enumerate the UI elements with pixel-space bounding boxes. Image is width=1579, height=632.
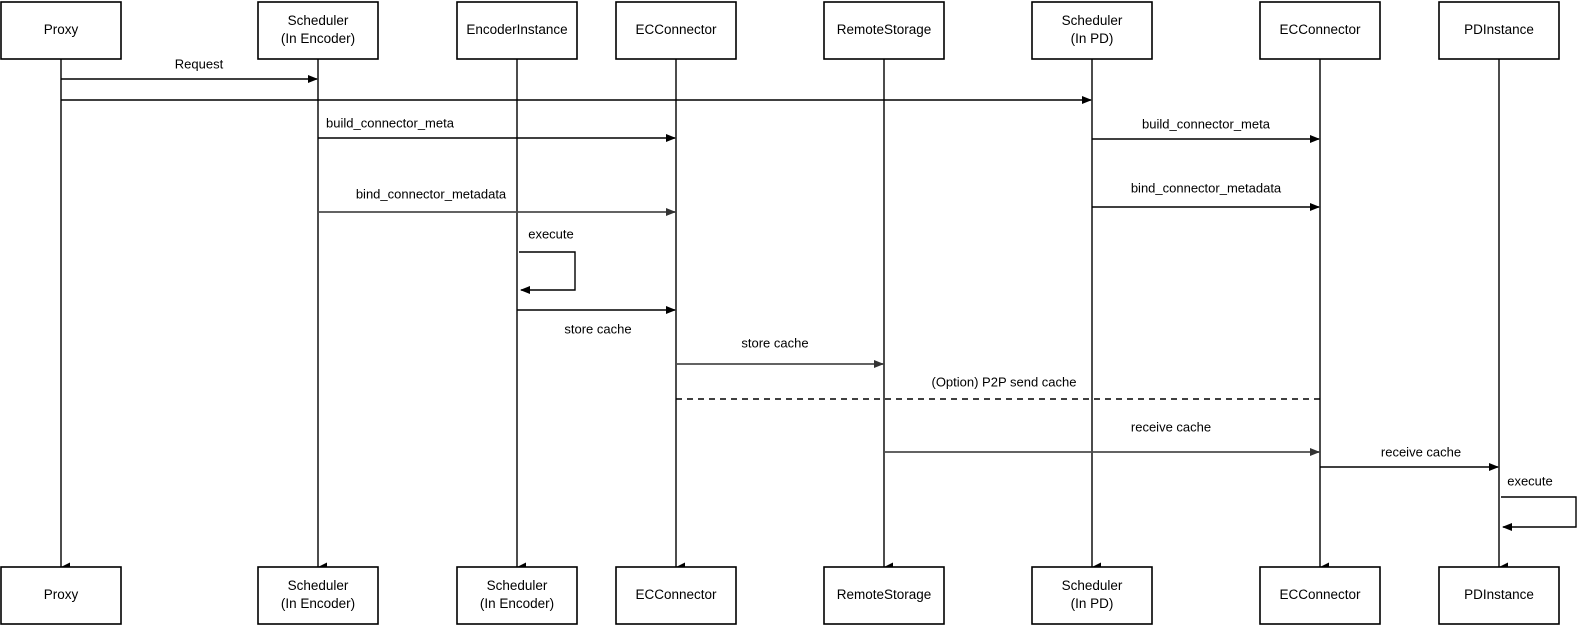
message-label-m5: bind_connector_metadata	[356, 186, 507, 201]
participant-header-pd_instance[interactable]: PDInstance	[1438, 1, 1560, 60]
participant-footer-remote_storage[interactable]: RemoteStorage	[823, 566, 945, 625]
participant-header-sched_enc[interactable]: Scheduler (In Encoder)	[257, 1, 379, 60]
participant-header-label-ecconn_left: ECConnector	[635, 22, 717, 37]
message-label-m11: receive cache	[1381, 444, 1461, 459]
participant-footer-rect-sched_enc	[257, 566, 379, 625]
participant-header-label-pd_instance: PDInstance	[1464, 22, 1534, 37]
participant-footer-label-pd_instance: PDInstance	[1464, 587, 1534, 602]
participant-header-rect-ecconn_right	[1259, 1, 1381, 60]
participant-header-rect-sched_enc	[257, 1, 379, 60]
message-label-m7: store cache	[564, 321, 631, 336]
message-label-m8: store cache	[741, 335, 808, 350]
participant-footer-rect-sched_pd	[1031, 566, 1153, 625]
participant-footer-encoder_inst[interactable]: Scheduler (In Encoder)	[456, 566, 578, 625]
participant-footer-label-sched_enc-line2: (In Encoder)	[281, 596, 355, 611]
self-call-path-sc2	[1501, 496, 1577, 531]
participant-footer-label-encoder_inst-line2: (In Encoder)	[480, 596, 554, 611]
participant-footer-pd_instance[interactable]: PDInstance	[1438, 566, 1560, 625]
footer-participant-boxes: Proxy Scheduler (In Encoder) Scheduler (In E…	[0, 566, 1560, 625]
participant-header-ecconn_right[interactable]: ECConnector	[1259, 1, 1381, 60]
message-label-m4: build_connector_meta	[1142, 116, 1271, 131]
participant-footer-rect-ecconn_right	[1259, 566, 1381, 625]
participant-footer-label-proxy: Proxy	[44, 587, 79, 602]
message-label-m3: build_connector_meta	[326, 115, 455, 130]
participant-header-encoder_inst[interactable]: EncoderInstance	[456, 1, 578, 60]
participant-header-ecconn_left[interactable]: ECConnector	[615, 1, 737, 60]
participant-footer-label-ecconn_left: ECConnector	[635, 587, 717, 602]
participant-footer-rect-encoder_inst	[456, 566, 578, 625]
message-label-m1: Request	[175, 56, 224, 71]
message-label-m6: bind_connector_metadata	[1131, 180, 1282, 195]
participant-footer-rect-proxy	[0, 566, 122, 625]
participant-footer-label-sched_enc-line1: Scheduler	[288, 578, 349, 593]
participant-header-label-proxy: Proxy	[44, 22, 79, 37]
participant-header-label-sched_enc-line2: (In Encoder)	[281, 31, 355, 46]
participant-footer-label-sched_pd-line1: Scheduler	[1062, 578, 1123, 593]
participant-header-rect-ecconn_left	[615, 1, 737, 60]
participant-header-label-ecconn_right: ECConnector	[1279, 22, 1361, 37]
participant-footer-ecconn_left[interactable]: ECConnector	[615, 566, 737, 625]
participant-footer-label-encoder_inst-line1: Scheduler	[487, 578, 548, 593]
participant-footer-sched_pd[interactable]: Scheduler (In PD)	[1031, 566, 1153, 625]
message-label-m10: receive cache	[1131, 419, 1211, 434]
participant-header-rect-pd_instance	[1438, 1, 1560, 60]
participant-header-rect-remote_storage	[823, 1, 945, 60]
messages-group: Request build_connector_meta build_connect…	[61, 56, 1499, 471]
lifeline-lines-group	[60, 59, 1508, 572]
participant-header-label-sched_pd-line2: (In PD)	[1071, 31, 1114, 46]
participant-footer-rect-pd_instance	[1438, 566, 1560, 625]
participant-footer-rect-remote_storage	[823, 566, 945, 625]
participant-footer-ecconn_right[interactable]: ECConnector	[1259, 566, 1381, 625]
self-call-label-sc2: execute	[1507, 473, 1553, 488]
self-call-label-sc1: execute	[528, 226, 574, 241]
self-call-path-sc1	[519, 251, 576, 294]
participant-footer-label-remote_storage: RemoteStorage	[837, 587, 932, 602]
participant-footer-proxy[interactable]: Proxy	[0, 566, 122, 625]
self-calls-group: execute execute	[519, 226, 1577, 531]
participant-footer-label-ecconn_right: ECConnector	[1279, 587, 1361, 602]
participant-header-label-encoder_inst: EncoderInstance	[466, 22, 567, 37]
participant-header-rect-encoder_inst	[456, 1, 578, 60]
participant-header-proxy[interactable]: Proxy	[0, 1, 122, 60]
message-label-m9: (Option) P2P send cache	[931, 374, 1076, 389]
participant-footer-sched_enc[interactable]: Scheduler (In Encoder)	[257, 566, 379, 625]
participant-header-label-sched_enc-line1: Scheduler	[288, 13, 349, 28]
participant-header-rect-proxy	[0, 1, 122, 60]
header-participant-boxes: Proxy Scheduler (In Encoder) EncoderInstanc…	[0, 1, 1560, 60]
participant-footer-rect-ecconn_left	[615, 566, 737, 625]
participant-header-remote_storage[interactable]: RemoteStorage	[823, 1, 945, 60]
participant-header-rect-sched_pd	[1031, 1, 1153, 60]
participant-header-label-remote_storage: RemoteStorage	[837, 22, 932, 37]
participant-header-sched_pd[interactable]: Scheduler (In PD)	[1031, 1, 1153, 60]
participant-footer-label-sched_pd-line2: (In PD)	[1071, 596, 1114, 611]
participant-header-label-sched_pd-line1: Scheduler	[1062, 13, 1123, 28]
